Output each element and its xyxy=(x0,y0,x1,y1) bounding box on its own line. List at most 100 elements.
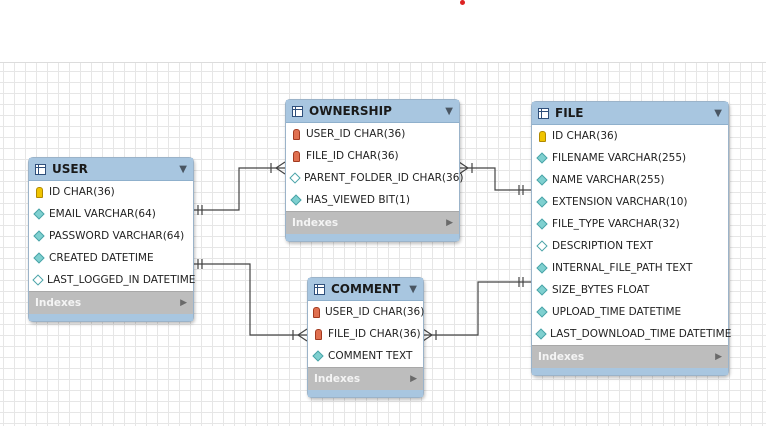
column-label: EMAIL VARCHAR(64) xyxy=(49,208,156,220)
table-footer xyxy=(308,390,423,397)
column-label: CREATED DATETIME xyxy=(49,252,154,264)
expand-arrow-icon[interactable]: ▶ xyxy=(446,218,453,228)
column-label: INTERNAL_FILE_PATH TEXT xyxy=(552,262,693,274)
table-comment[interactable]: COMMENT ▼ USER_ID CHAR(36) FILE_ID CHAR(… xyxy=(307,277,424,398)
rel-user-ownership-end-crow xyxy=(274,161,286,175)
table-footer xyxy=(532,368,728,375)
nullable-column-icon xyxy=(32,274,44,286)
column-label: PARENT_FOLDER_ID CHAR(36) xyxy=(304,172,464,184)
column-row[interactable]: DESCRIPTION TEXT xyxy=(532,235,728,257)
column-label: COMMENT TEXT xyxy=(328,350,413,362)
column-row[interactable]: FILE_TYPE VARCHAR(32) xyxy=(532,213,728,235)
indexes-label: Indexes xyxy=(314,373,361,385)
column-row[interactable]: ID CHAR(36) xyxy=(29,181,193,203)
column-diamond-icon xyxy=(536,174,548,186)
table-name: FILE xyxy=(555,106,584,120)
table-icon xyxy=(314,283,325,295)
column-row[interactable]: CREATED DATETIME xyxy=(29,247,193,269)
column-row[interactable]: FILE_ID CHAR(36) xyxy=(286,145,459,167)
collapse-toggle-icon[interactable]: ▼ xyxy=(445,105,453,117)
column-label: HAS_VIEWED BIT(1) xyxy=(306,194,410,206)
column-diamond-icon xyxy=(535,328,547,340)
table-header[interactable]: COMMENT ▼ xyxy=(308,278,423,301)
table-ownership[interactable]: OWNERSHIP ▼ USER_ID CHAR(36) FILE_ID CHA… xyxy=(285,99,464,242)
column-row[interactable]: EXTENSION VARCHAR(10) xyxy=(532,191,728,213)
rel-user-comment xyxy=(194,263,307,336)
foreign-key-icon xyxy=(313,328,323,340)
indexes-section[interactable]: Indexes ▶ xyxy=(532,345,728,368)
column-row[interactable]: PARENT_FOLDER_ID CHAR(36) xyxy=(286,167,464,189)
foreign-key-icon xyxy=(291,150,301,162)
column-label: LAST_LOGGED_IN DATETIME xyxy=(47,274,196,286)
column-label: LAST_DOWNLOAD_TIME DATETIME xyxy=(550,328,732,340)
table-name: USER xyxy=(52,162,88,176)
column-diamond-icon xyxy=(536,262,548,274)
column-label: FILE_ID CHAR(36) xyxy=(306,150,399,162)
rel-user-ownership xyxy=(194,167,285,211)
column-row[interactable]: EMAIL VARCHAR(64) xyxy=(29,203,193,225)
table-icon xyxy=(538,107,549,119)
column-label: FILE_ID CHAR(36) xyxy=(328,328,421,340)
nullable-column-icon xyxy=(289,172,301,184)
table-file[interactable]: FILE ▼ ID CHAR(36) FILENAME VARCHAR(255)… xyxy=(531,101,732,376)
column-label: FILENAME VARCHAR(255) xyxy=(552,152,687,164)
expand-arrow-icon[interactable]: ▶ xyxy=(180,298,187,308)
table-footer xyxy=(286,234,459,241)
column-label: ID CHAR(36) xyxy=(552,130,618,142)
column-row[interactable]: ID CHAR(36) xyxy=(532,125,728,147)
column-row[interactable]: LAST_LOGGED_IN DATETIME xyxy=(29,269,196,291)
table-icon xyxy=(35,163,46,175)
rel-user-comment-end-crow xyxy=(296,328,308,342)
column-row[interactable]: UPLOAD_TIME DATETIME xyxy=(532,301,728,323)
column-row[interactable]: SIZE_BYTES FLOAT xyxy=(532,279,728,301)
table-icon xyxy=(292,105,303,117)
primary-key-icon xyxy=(537,130,547,142)
foreign-key-icon xyxy=(291,128,301,140)
column-row[interactable]: USER_ID CHAR(36) xyxy=(286,123,459,145)
column-row[interactable]: LAST_DOWNLOAD_TIME DATETIME xyxy=(532,323,732,345)
column-diamond-icon xyxy=(536,152,548,164)
indexes-section[interactable]: Indexes ▶ xyxy=(308,367,423,390)
table-name: OWNERSHIP xyxy=(309,104,392,118)
red-marker-dot xyxy=(460,0,465,5)
column-label: ID CHAR(36) xyxy=(49,186,115,198)
rel-file-comment xyxy=(423,281,531,336)
primary-key-icon xyxy=(34,186,44,198)
column-diamond-icon xyxy=(536,306,548,318)
column-label: USER_ID CHAR(36) xyxy=(306,128,406,140)
table-header[interactable]: OWNERSHIP ▼ xyxy=(286,100,459,123)
column-row[interactable]: INTERNAL_FILE_PATH TEXT xyxy=(532,257,728,279)
column-row[interactable]: PASSWORD VARCHAR(64) xyxy=(29,225,193,247)
column-row[interactable]: FILENAME VARCHAR(255) xyxy=(532,147,728,169)
relationship-connectors xyxy=(194,161,531,342)
column-row[interactable]: HAS_VIEWED BIT(1) xyxy=(286,189,459,211)
table-user[interactable]: USER ▼ ID CHAR(36) EMAIL VARCHAR(64) PAS… xyxy=(28,157,196,322)
collapse-toggle-icon[interactable]: ▼ xyxy=(179,163,187,175)
indexes-label: Indexes xyxy=(35,297,82,309)
column-row[interactable]: COMMENT TEXT xyxy=(308,345,423,367)
rel-file-ownership xyxy=(459,167,531,191)
collapse-toggle-icon[interactable]: ▼ xyxy=(714,107,722,119)
column-row[interactable]: NAME VARCHAR(255) xyxy=(532,169,728,191)
table-header[interactable]: USER ▼ xyxy=(29,158,193,181)
expand-arrow-icon[interactable]: ▶ xyxy=(715,352,722,362)
column-label: SIZE_BYTES FLOAT xyxy=(552,284,650,296)
column-diamond-icon xyxy=(312,350,324,362)
column-label: NAME VARCHAR(255) xyxy=(552,174,665,186)
column-diamond-icon xyxy=(33,208,45,220)
column-label: USER_ID CHAR(36) xyxy=(325,306,425,318)
table-footer xyxy=(29,314,193,321)
expand-arrow-icon[interactable]: ▶ xyxy=(410,374,417,384)
column-diamond-icon xyxy=(536,196,548,208)
column-diamond-icon xyxy=(33,230,45,242)
column-row[interactable]: FILE_ID CHAR(36) xyxy=(308,323,423,345)
rel-file-comment-end-crow xyxy=(422,328,434,342)
indexes-section[interactable]: Indexes ▶ xyxy=(29,291,193,314)
column-diamond-icon xyxy=(536,284,548,296)
indexes-section[interactable]: Indexes ▶ xyxy=(286,211,459,234)
collapse-toggle-icon[interactable]: ▼ xyxy=(409,283,417,295)
column-diamond-icon xyxy=(290,194,302,206)
column-row[interactable]: USER_ID CHAR(36) xyxy=(308,301,425,323)
column-diamond-icon xyxy=(33,252,45,264)
table-header[interactable]: FILE ▼ xyxy=(532,102,728,125)
